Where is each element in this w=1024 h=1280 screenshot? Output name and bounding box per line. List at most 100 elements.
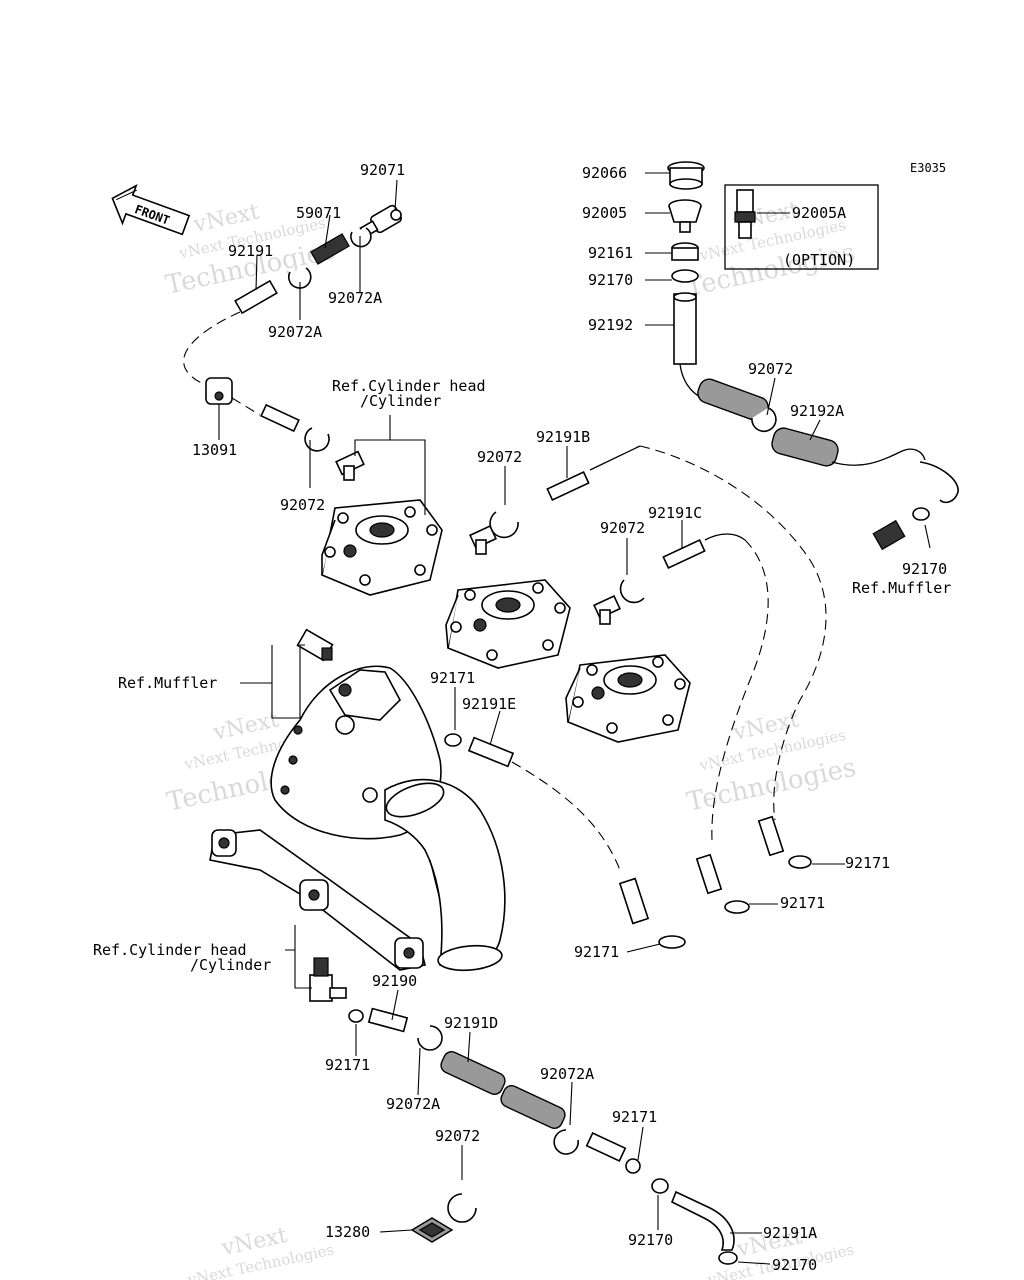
- cylinder-head-1: [321, 499, 443, 596]
- label-92191E: 92191E: [462, 695, 516, 713]
- label-92072-d: 92072: [600, 519, 645, 537]
- tee-fitting-bottom: [309, 957, 347, 1002]
- cap-92161: [671, 242, 699, 261]
- hose-92191-top: [234, 279, 278, 315]
- label-92072A-d: 92072A: [386, 1095, 440, 1113]
- clamp-92072-d: [619, 579, 645, 604]
- watermark-mid-right: vNext vNext Technologies Technologies: [684, 707, 859, 817]
- clamp-92171-e: [348, 1009, 364, 1023]
- label-92171-d: 92171: [574, 943, 619, 961]
- clamp-92072-b: [751, 407, 777, 433]
- label-92072-e: 92072: [435, 1127, 480, 1145]
- elbow-fitting-mid: [469, 524, 497, 555]
- label-92171-b: 92171: [845, 854, 890, 872]
- label-92171-f: 92171: [612, 1108, 657, 1126]
- hose-end-92191B: [757, 815, 785, 857]
- label-92072-a: 92072: [280, 496, 325, 514]
- hose-end-92191E: [618, 877, 650, 925]
- clamp-92171-f: [625, 1158, 641, 1174]
- clamp-92072-c: [489, 511, 519, 539]
- leader-lines: [218, 172, 931, 1265]
- elbow-fitting-left: [335, 450, 365, 481]
- cap-92066: [667, 161, 705, 190]
- label-92005A: 92005A: [792, 204, 846, 222]
- label-92072-b: 92072: [748, 360, 793, 378]
- label-92161: 92161: [588, 244, 633, 262]
- hose-end-92191C: [695, 853, 723, 895]
- label-92191C: 92191C: [648, 504, 702, 522]
- corrugated-hose-92192A: [771, 427, 839, 467]
- label-13280: 13280: [325, 1223, 370, 1241]
- label-92005: 92005: [582, 204, 627, 222]
- clamp-92072A-a: [350, 227, 372, 248]
- hose-13091-link: [260, 403, 300, 433]
- clamp-92072A-c: [417, 1025, 443, 1051]
- label-92171-c: 92171: [780, 894, 825, 912]
- fitting-muffler-left: [296, 628, 334, 662]
- label-92072A-a: 92072A: [328, 289, 382, 307]
- elbow-fitting-right: [593, 594, 621, 625]
- label-92192A: 92192A: [790, 402, 844, 420]
- clamp-92170-c: [651, 1178, 669, 1194]
- cylinder-head-3: [565, 654, 691, 743]
- pad-13280: [410, 1217, 454, 1243]
- hose-92170-bend: [919, 461, 959, 504]
- label-92170-c: 92170: [628, 1231, 673, 1249]
- label-ref-cylinder-top-2: /Cylinder: [360, 392, 441, 410]
- front-arrow-icon: FRONT: [111, 183, 191, 236]
- hose-92191C: [662, 539, 706, 569]
- clamp-92170-a: [671, 269, 699, 283]
- corrugated-hose-lower: [500, 1085, 566, 1129]
- clamp-92072A-d: [553, 1129, 579, 1155]
- label-92192: 92192: [588, 316, 633, 334]
- part-labels: 92071 59071 92191 92072A 92072A 13091 92…: [93, 161, 951, 1274]
- label-92191: 92191: [228, 242, 273, 260]
- label-92170-a: 92170: [588, 271, 633, 289]
- label-ref-cylinder-top-1: Ref.Cylinder head: [332, 377, 486, 395]
- label-ref-muffler-right: Ref.Muffler: [852, 579, 951, 597]
- label-92170-d: 92170: [772, 1256, 817, 1274]
- label-ref-cylinder-bottom-2: /Cylinder: [190, 956, 271, 974]
- clamp-92171-b: [658, 935, 686, 949]
- label-92072A-b: 92072A: [268, 323, 322, 341]
- label-92171-a: 92171: [430, 669, 475, 687]
- label-13091: 13091: [192, 441, 237, 459]
- label-92191B: 92191B: [536, 428, 590, 446]
- diagram-code: E3035: [910, 161, 946, 175]
- cylinder-head-2: [445, 579, 571, 669]
- clamp-92171-d: [724, 900, 750, 914]
- fitting-muffler-right: [872, 519, 906, 551]
- hose-lower-short: [585, 1131, 627, 1163]
- hose-92191A: [670, 1190, 735, 1251]
- hose-92191B: [546, 471, 590, 501]
- exhaust-manifold: [270, 665, 506, 972]
- label-92191A: 92191A: [763, 1224, 817, 1242]
- clamp-92072-e: [447, 1193, 477, 1223]
- label-ref-cylinder-bottom-1: Ref.Cylinder head: [93, 941, 247, 959]
- label-92072A-c: 92072A: [540, 1065, 594, 1083]
- cap-13091: [205, 377, 233, 405]
- hose-92190: [367, 1007, 409, 1033]
- fitting-92005: [668, 199, 702, 233]
- label-92171-e: 92171: [325, 1056, 370, 1074]
- hose-92192: [673, 293, 697, 365]
- option-label: (OPTION): [783, 251, 855, 269]
- hose-92191E: [467, 736, 515, 768]
- label-ref-muffler-left: Ref.Muffler: [118, 674, 217, 692]
- watermark-bottom-left: vNext vNext Technologies: [185, 1223, 335, 1280]
- clamp-92072A-b: [287, 267, 312, 289]
- label-92071: 92071: [360, 161, 405, 179]
- clamp-92170-d: [718, 1251, 738, 1265]
- label-92191D: 92191D: [444, 1014, 498, 1032]
- clamp-92171-c: [788, 855, 812, 869]
- corrugated-hose-92191D: [440, 1051, 506, 1095]
- label-92170-b: 92170: [902, 560, 947, 578]
- nipple-59071: [310, 233, 350, 265]
- fitting-92005A: [734, 189, 756, 239]
- clamp-92170-b: [912, 507, 930, 521]
- water-jacket-pipe: [209, 829, 426, 971]
- label-92190: 92190: [372, 972, 417, 990]
- label-92066: 92066: [582, 164, 627, 182]
- option-box: [724, 184, 879, 270]
